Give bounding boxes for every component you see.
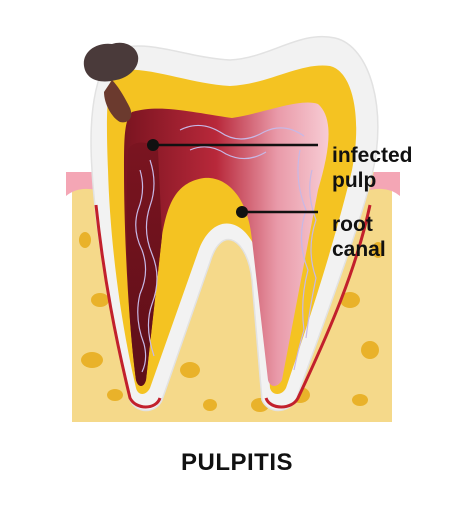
root-outline — [94, 204, 162, 409]
diagram-title: PULPITIS — [180, 449, 293, 476]
leader-lines — [147, 139, 318, 218]
infected-pulp-label: infected pulp — [332, 144, 413, 192]
nerve-fibers — [135, 124, 317, 373]
cavity-decay-icon — [83, 42, 139, 123]
gum-tissue — [66, 172, 400, 196]
infected-left-canal — [126, 142, 162, 386]
pulp-chamber — [124, 102, 329, 386]
root-canal-label: root canal — [332, 213, 386, 261]
